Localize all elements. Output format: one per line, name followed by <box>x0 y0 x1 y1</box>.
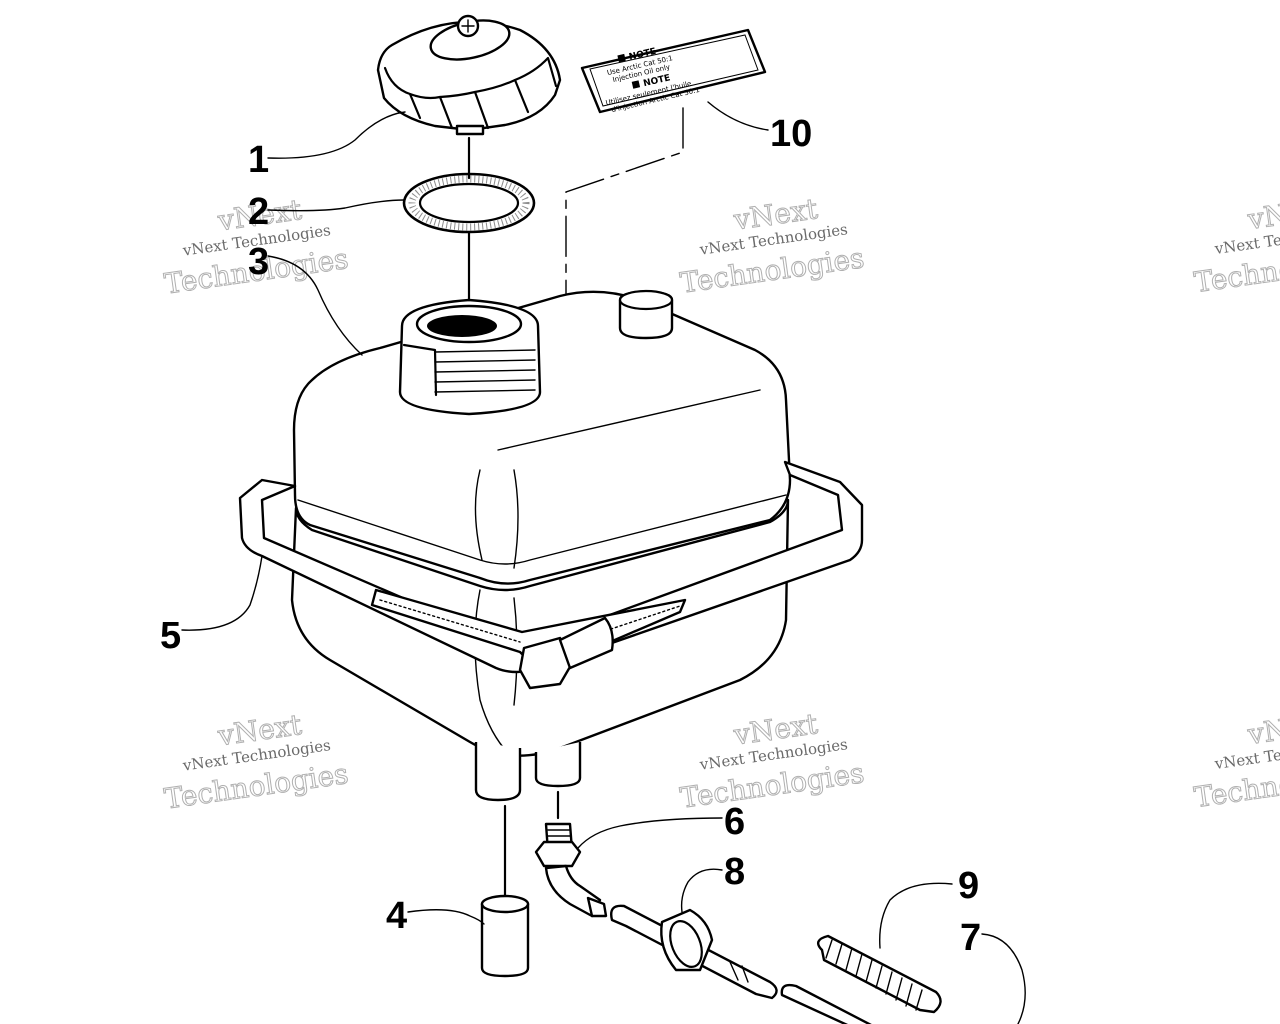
part-3-oil-tank[interactable] <box>290 289 792 802</box>
watermark-bottom-right: vNext vNext Technologies Technologies <box>1192 706 1280 815</box>
callout-6[interactable]: 6 <box>724 801 745 843</box>
callout-3[interactable]: 3 <box>248 241 269 283</box>
part-9-spring-guard[interactable] <box>816 934 942 1014</box>
strap-screw <box>518 616 614 690</box>
callout-5[interactable]: 5 <box>160 615 181 657</box>
leader-7 <box>981 933 1026 1024</box>
leader-2 <box>267 199 405 212</box>
watermark-top-right: vNext vNext Technologies Technologies <box>1192 191 1280 300</box>
leader-10 <box>707 101 769 131</box>
leader-5 <box>181 555 263 631</box>
callout-10[interactable]: 10 <box>770 113 812 155</box>
callout-8[interactable]: 8 <box>724 851 745 893</box>
part-5-mounting-strap[interactable] <box>238 460 864 690</box>
leader-9 <box>879 882 953 949</box>
callout-4[interactable]: 4 <box>386 895 407 937</box>
part-8-hose-and-clamp[interactable] <box>610 904 778 1000</box>
part-10-note-decal[interactable]: NOTE Use Arctic Cat 50:1 Injection Oil o… <box>580 28 767 115</box>
watermark-bottom-center: vNext vNext Technologies Technologies <box>678 707 867 816</box>
callout-7[interactable]: 7 <box>960 917 981 959</box>
watermark-top-text: vNext <box>1245 192 1280 237</box>
watermark-bottom-left: vNext vNext Technologies Technologies <box>162 707 351 816</box>
leader-4 <box>407 909 485 925</box>
part-7-hose[interactable] <box>780 983 900 1024</box>
leader-8 <box>680 868 723 913</box>
part-6-elbow-fitting[interactable] <box>534 822 608 918</box>
part-2-gasket[interactable] <box>402 172 536 234</box>
watermark-top-text: vNext <box>1245 707 1280 752</box>
callout-1[interactable]: 1 <box>248 139 269 181</box>
part-4-grommet[interactable] <box>480 894 530 978</box>
callout-9[interactable]: 9 <box>958 865 979 907</box>
part-1-fill-cap[interactable] <box>376 14 562 136</box>
leader-6 <box>577 817 723 849</box>
leader-1 <box>267 111 406 159</box>
callout-2[interactable]: 2 <box>248 191 269 233</box>
watermark-top-center: vNext vNext Technologies Technologies <box>678 192 867 301</box>
leader-3 <box>267 255 363 356</box>
